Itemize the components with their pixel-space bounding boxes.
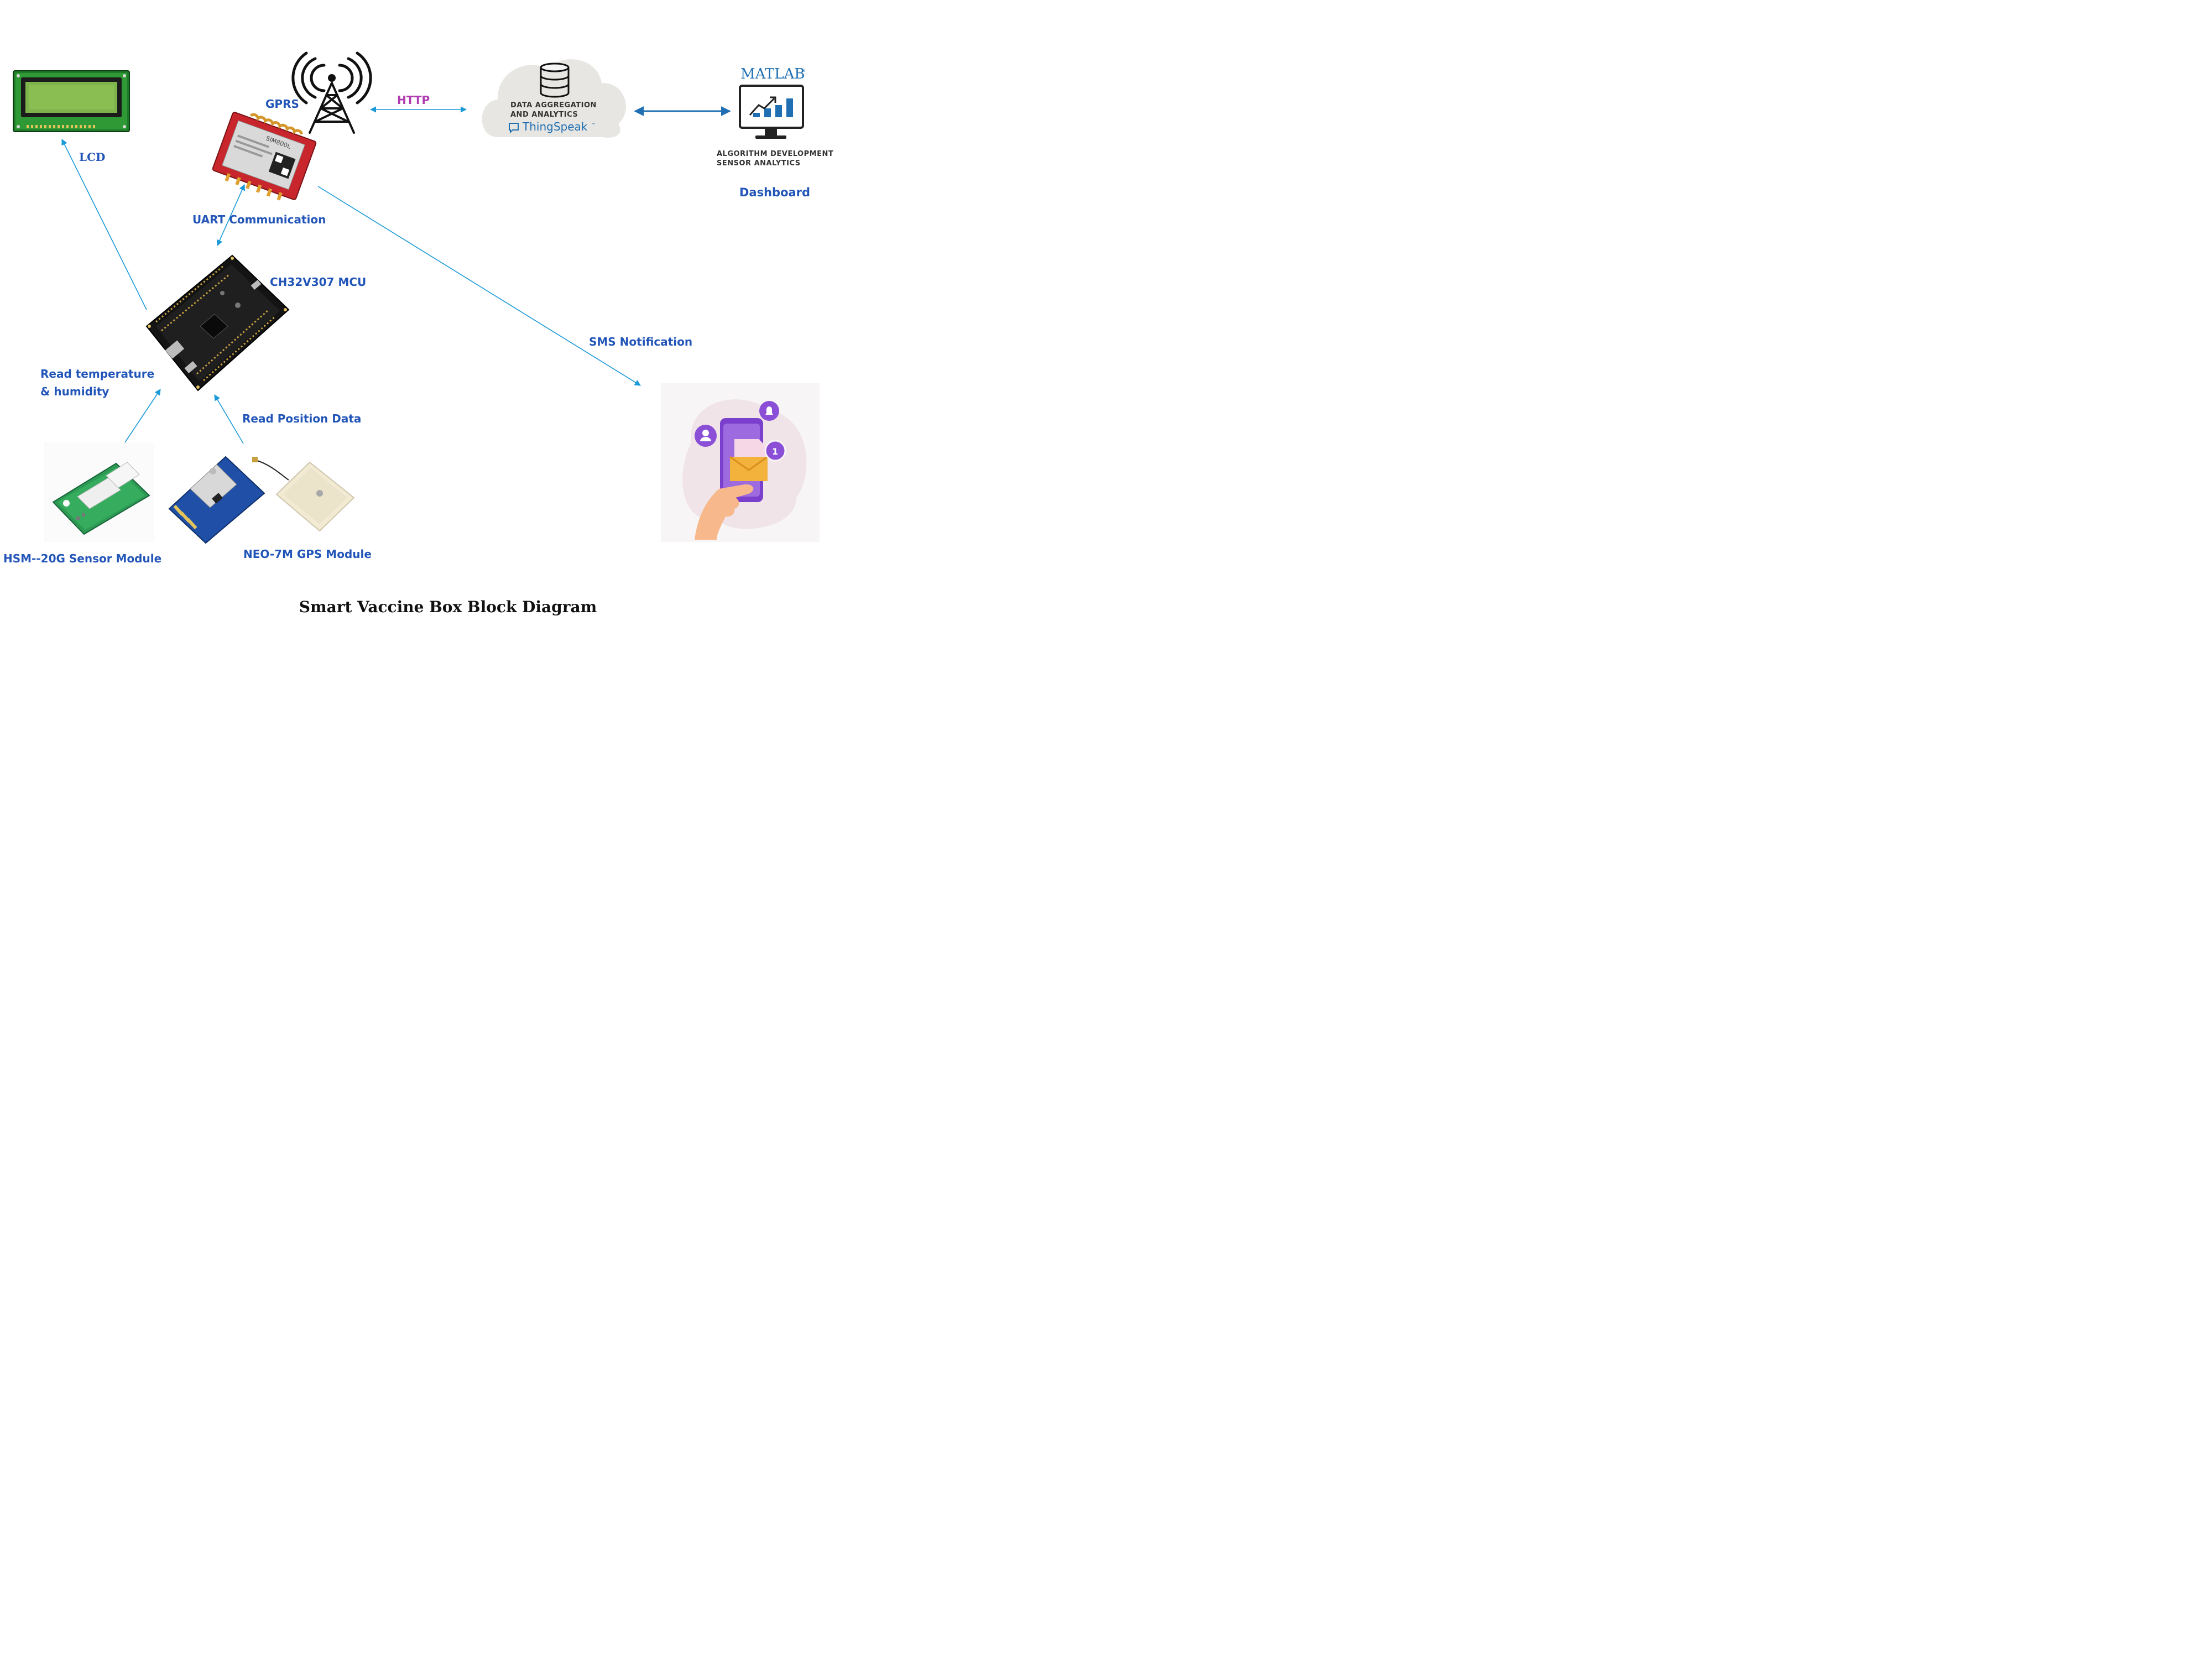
gps-label: NEO-7M GPS Module bbox=[243, 547, 372, 561]
arrow-gps-to-mcu bbox=[214, 394, 244, 444]
diagram-canvas: LCD GPRS SIM800L UART Communication HTTP bbox=[0, 0, 855, 641]
gps-module bbox=[168, 456, 355, 544]
temp-label-line2: & humidity bbox=[40, 385, 109, 398]
database-icon bbox=[540, 62, 570, 98]
matlab-registered: ® bbox=[802, 69, 806, 73]
temp-label-line1: Read temperature bbox=[40, 367, 154, 380]
matlab-line2: SENSOR ANALYTICS bbox=[717, 159, 801, 168]
cloud-line2: AND ANALYTICS bbox=[510, 111, 578, 119]
thingspeak-tm: ™ bbox=[592, 123, 596, 127]
diagram-title: Smart Vaccine Box Block Diagram bbox=[299, 598, 597, 616]
phone-badge: 1 bbox=[772, 446, 778, 457]
sensor-module bbox=[44, 442, 154, 542]
thingspeak-brand: ThingSpeak bbox=[522, 120, 588, 133]
mcu-label: CH32V307 MCU bbox=[270, 275, 366, 289]
gps-antenna bbox=[275, 461, 355, 532]
sensor-label: HSM--20G Sensor Module bbox=[3, 552, 161, 565]
thingspeak-logo-icon bbox=[509, 123, 519, 134]
uart-label: UART Communication bbox=[192, 213, 326, 226]
matlab-line1: ALGORITHM DEVELOPMENT bbox=[717, 150, 833, 158]
gprs-module: SIM800L bbox=[212, 112, 317, 201]
arrow-uart bbox=[216, 184, 246, 247]
cloud-line1: DATA AGGREGATION bbox=[510, 101, 597, 109]
arrow-sensor-to-mcu bbox=[122, 389, 161, 446]
http-label: HTTP bbox=[397, 93, 430, 107]
lcd-label: LCD bbox=[79, 150, 105, 164]
arrow-sms bbox=[317, 186, 641, 386]
mcu-board bbox=[145, 254, 290, 392]
lcd-module bbox=[13, 70, 130, 132]
sms-label: SMS Notification bbox=[589, 335, 692, 348]
matlab-brand: MATLAB bbox=[740, 66, 805, 82]
arrow-mcu-to-lcd bbox=[61, 138, 147, 310]
position-label: Read Position Data bbox=[242, 412, 361, 425]
gprs-label: GPRS bbox=[265, 97, 299, 111]
cloud-icon bbox=[482, 59, 627, 138]
tower-icon bbox=[291, 51, 372, 134]
dashboard-label: Dashboard bbox=[739, 186, 810, 199]
monitor-chart-icon bbox=[739, 85, 804, 139]
phone-notification-icon: 1 bbox=[661, 383, 820, 542]
diagram-svg: LCD GPRS SIM800L UART Communication HTTP bbox=[3, 51, 833, 616]
